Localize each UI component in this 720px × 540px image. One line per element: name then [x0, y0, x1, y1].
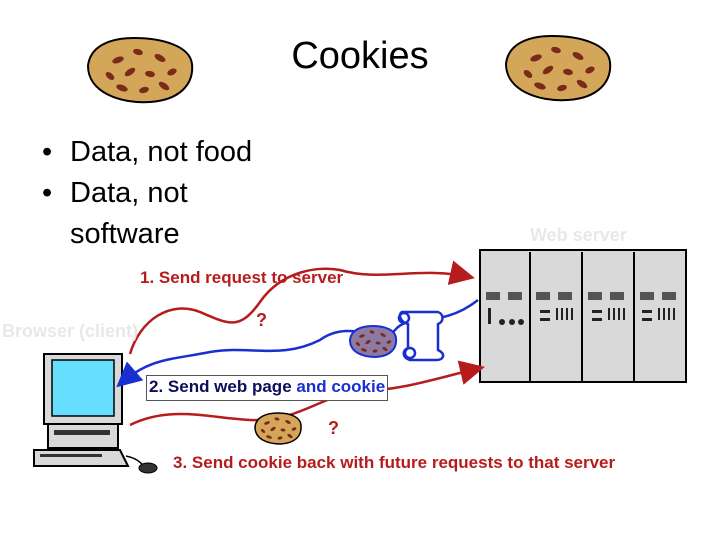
question-mark-2: ?: [328, 418, 339, 438]
bullet-list: Data, not food Data, not software: [42, 132, 302, 255]
request-arrow: [128, 260, 475, 355]
question-mark-1: ?: [256, 310, 267, 330]
step-2-cookie-text: and cookie: [296, 377, 386, 396]
cookie-return-arrow: [129, 360, 485, 427]
client-computer-icon: [33, 353, 158, 474]
web-server-icon: [479, 249, 687, 383]
web-page-scroll-icon: [397, 310, 445, 362]
web-server-label: Web server: [530, 225, 627, 245]
step-2-label: 2. Send web page and cookie: [146, 375, 389, 401]
cookie-right-icon: [504, 34, 612, 102]
cookie-sent-icon: [348, 324, 398, 359]
step-1-label: 1. Send request to server: [140, 268, 344, 287]
cookie-left-icon: [86, 36, 194, 104]
browser-label: Browser (client): [2, 321, 139, 341]
bullet-item: Data, not food: [42, 132, 302, 173]
step-2-text: 2. Send web page: [149, 377, 297, 396]
bullet-item: Data, not software: [42, 173, 302, 255]
step-3-label: 3. Send cookie back with future requests…: [173, 453, 616, 472]
slide-title: Cookies: [291, 35, 429, 77]
cookie-returned-icon: [254, 412, 302, 445]
